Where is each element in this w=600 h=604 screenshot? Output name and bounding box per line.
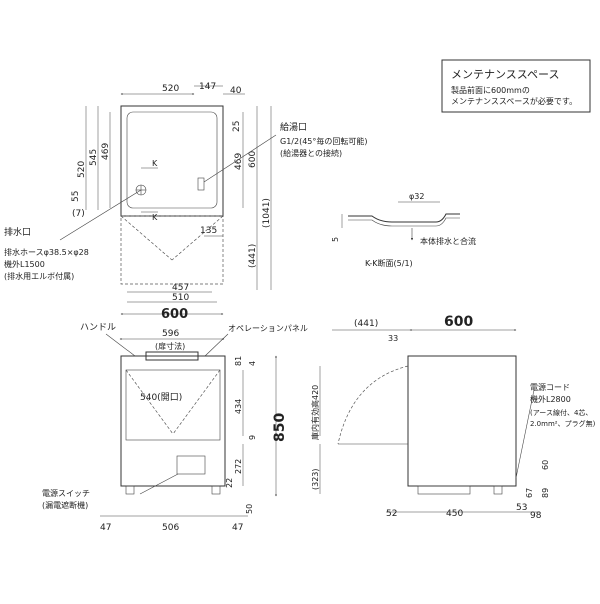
dim-22: 22 bbox=[225, 478, 234, 488]
handle-bar bbox=[145, 351, 199, 361]
dim-81: 81 bbox=[234, 356, 243, 366]
cord-line-1: 機外L2800 bbox=[530, 394, 571, 404]
maintenance-line-1: 製品前面に600mmの bbox=[451, 85, 530, 95]
dim-52: 52 bbox=[386, 509, 397, 519]
dim-600-side: 600 bbox=[444, 314, 473, 330]
dim-25: 25 bbox=[232, 121, 242, 132]
front-body-outline bbox=[120, 355, 226, 487]
section-caption: K-K断面(5/1) bbox=[365, 258, 413, 268]
dim-850: 850 bbox=[272, 413, 288, 442]
dim-596: 596 bbox=[162, 329, 179, 339]
dim-1041: (1041) bbox=[262, 198, 272, 228]
dim-47-left: 47 bbox=[100, 523, 111, 533]
drain-line-2: 機外L1500 bbox=[4, 259, 45, 269]
opening-label: 540(開口) bbox=[140, 392, 182, 403]
supply-port-title: 給湯口 bbox=[280, 121, 307, 133]
cord-title: 電源コード bbox=[530, 383, 570, 392]
dim-469-left: 469 bbox=[101, 143, 111, 160]
section-kk: φ32 5 本体排水と合流 K-K断面(5/1) bbox=[331, 192, 476, 268]
dim-89: 89 bbox=[541, 488, 550, 498]
dim-457: 457 bbox=[172, 283, 189, 293]
dim-53: 53 bbox=[516, 503, 527, 513]
dim-55: 55 bbox=[71, 191, 81, 202]
side-view: (441) 600 33 庫内有効高420 (323) 電源コード 機外L280… bbox=[310, 314, 596, 521]
dim-506: 506 bbox=[162, 523, 179, 533]
note-frame bbox=[441, 59, 591, 113]
inner-height-label: 庫内有効高420 bbox=[310, 385, 320, 440]
dim-600-right: 600 bbox=[248, 151, 258, 168]
dim-147: 147 bbox=[199, 82, 216, 92]
dim-60: 60 bbox=[541, 460, 550, 470]
dim-520-top: 520 bbox=[162, 84, 179, 94]
supply-port-line-2: (給湯器との接続) bbox=[280, 148, 342, 158]
top-basin bbox=[126, 111, 218, 209]
drain-line-1: 排水ホースφ38.5×φ28 bbox=[4, 247, 89, 257]
dim-47-right: 47 bbox=[232, 523, 243, 533]
door-swing-arc bbox=[337, 365, 409, 445]
left-foot bbox=[125, 485, 135, 495]
k-marker-top: K bbox=[152, 159, 158, 168]
maintenance-title: メンテナンススペース bbox=[451, 68, 559, 81]
front-lower-panel bbox=[176, 455, 206, 475]
dim-545: 545 bbox=[89, 149, 99, 166]
front-opening bbox=[125, 369, 221, 441]
dim-50: 50 bbox=[245, 504, 254, 514]
dim-7: (7) bbox=[72, 209, 85, 219]
handle-label: ハンドル bbox=[80, 323, 116, 333]
k-marker-bottom: K bbox=[152, 213, 158, 222]
dim-40: 40 bbox=[230, 86, 242, 96]
dim-441-side: (441) bbox=[354, 319, 378, 329]
supply-port-line-1: G1/2(45°毎の回転可能) bbox=[280, 136, 368, 146]
side-base bbox=[417, 485, 471, 495]
power-switch-title: 電源スイッチ bbox=[42, 489, 90, 498]
power-switch-sub: (漏電遮断機) bbox=[42, 500, 88, 510]
dim-441-top: (441) bbox=[248, 244, 258, 268]
top-body-outline bbox=[120, 105, 224, 217]
maintenance-line-2: メンテナンススペースが必要です。 bbox=[451, 96, 577, 106]
dim-520-left: 520 bbox=[77, 161, 87, 178]
operation-panel-label: オペレーションパネル bbox=[228, 324, 308, 333]
dim-323: (323) bbox=[311, 468, 320, 490]
front-view: ハンドル 596 (扉寸法) オペレーションパネル 540(開口) 81 4 4… bbox=[42, 323, 308, 533]
dim-135: 135 bbox=[200, 226, 217, 236]
dim-4: 4 bbox=[248, 361, 257, 366]
maintenance-space-area bbox=[120, 215, 224, 285]
dim-9: 9 bbox=[248, 435, 257, 440]
section-phi-32: φ32 bbox=[409, 192, 424, 201]
right-foot bbox=[211, 485, 221, 495]
door-note: (扉寸法) bbox=[155, 341, 185, 351]
section-dim-5: 5 bbox=[331, 237, 340, 242]
dim-98: 98 bbox=[530, 511, 542, 521]
top-view: K K 520 147 40 520 545 469 55 (7) 25 469… bbox=[4, 82, 368, 322]
side-body-outline bbox=[407, 355, 517, 487]
section-flow-note: 本体排水と合流 bbox=[420, 236, 476, 246]
cord-line-2: (アース線付、4芯、 bbox=[530, 408, 592, 417]
dim-272: 272 bbox=[234, 459, 243, 474]
drain-line-3: (排水用エルボ付属) bbox=[4, 271, 74, 281]
dim-600-top-view: 600 bbox=[161, 307, 188, 322]
dim-510: 510 bbox=[172, 293, 189, 303]
dim-33: 33 bbox=[388, 334, 398, 343]
section-profile bbox=[348, 213, 460, 223]
maintenance-note: メンテナンススペース 製品前面に600mmの メンテナンススペースが必要です。 bbox=[441, 59, 591, 113]
cord-line-3: 2.0mm²、プラグ無) bbox=[530, 419, 596, 428]
dim-434: 434 bbox=[234, 399, 243, 414]
dim-469-right: 469 bbox=[234, 153, 244, 170]
supply-port-mark bbox=[197, 177, 205, 191]
dim-450: 450 bbox=[446, 509, 463, 519]
drain-title: 排水口 bbox=[4, 226, 31, 238]
dim-67: 67 bbox=[525, 488, 534, 498]
side-foot bbox=[493, 485, 503, 495]
